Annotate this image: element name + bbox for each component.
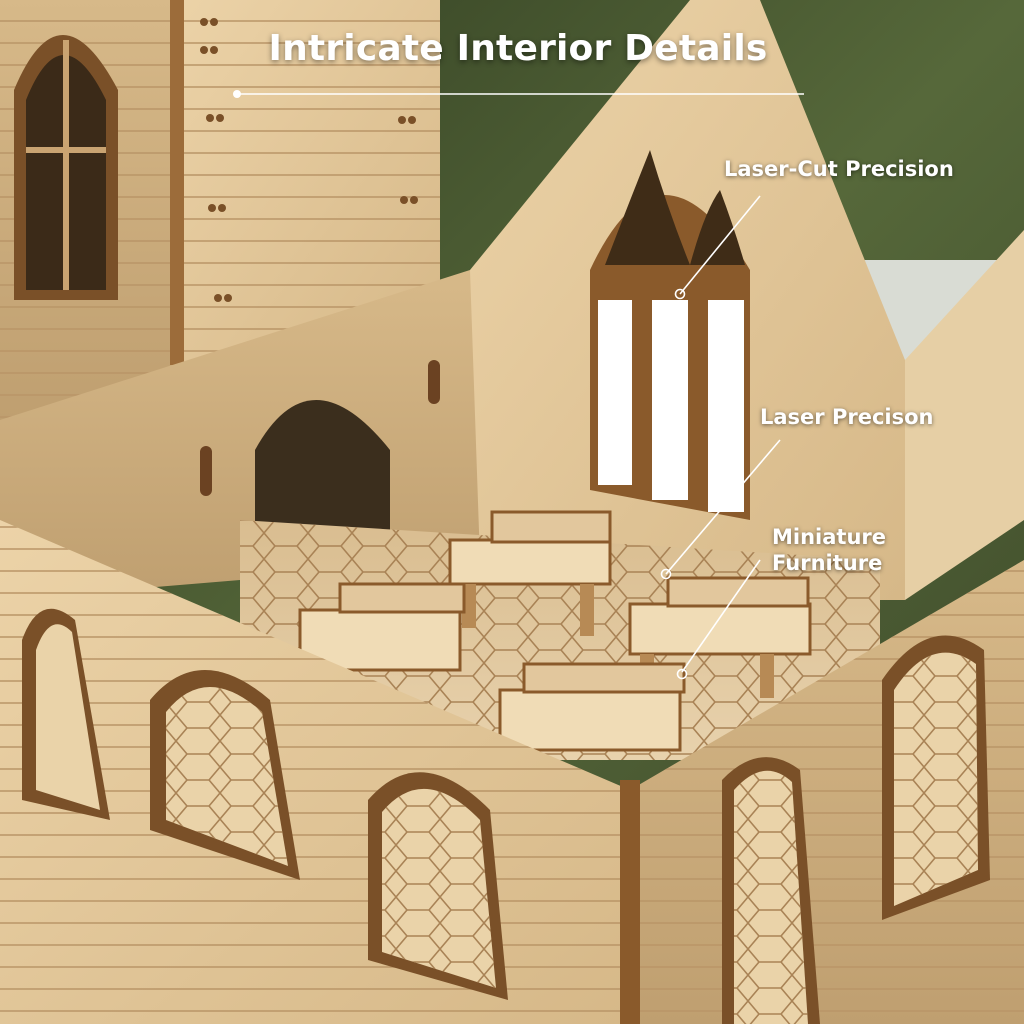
leader-furniture-dot <box>676 668 688 680</box>
title-underline-dot <box>233 90 241 98</box>
leader-furniture <box>681 559 761 673</box>
leader-laser-cut-dot <box>674 288 686 300</box>
callout-laser-cut-precision: Laser-Cut Precision <box>724 157 954 181</box>
leader-laser-cut <box>679 195 761 295</box>
callout-laser-precision: Laser Precison <box>760 405 934 429</box>
front-left-wall <box>0 520 630 1024</box>
left-tower <box>0 0 440 420</box>
headline: Intricate Interior Details <box>268 28 768 69</box>
leader-laser-precision-dot <box>660 568 672 580</box>
miniature-benches <box>298 510 812 752</box>
annotation-lines <box>233 90 804 680</box>
front-right-wall <box>620 560 1024 1024</box>
leader-laser-precision <box>665 439 781 575</box>
gable-wall <box>470 0 1024 600</box>
callout-miniature-furniture: Miniature Furniture <box>772 525 887 575</box>
